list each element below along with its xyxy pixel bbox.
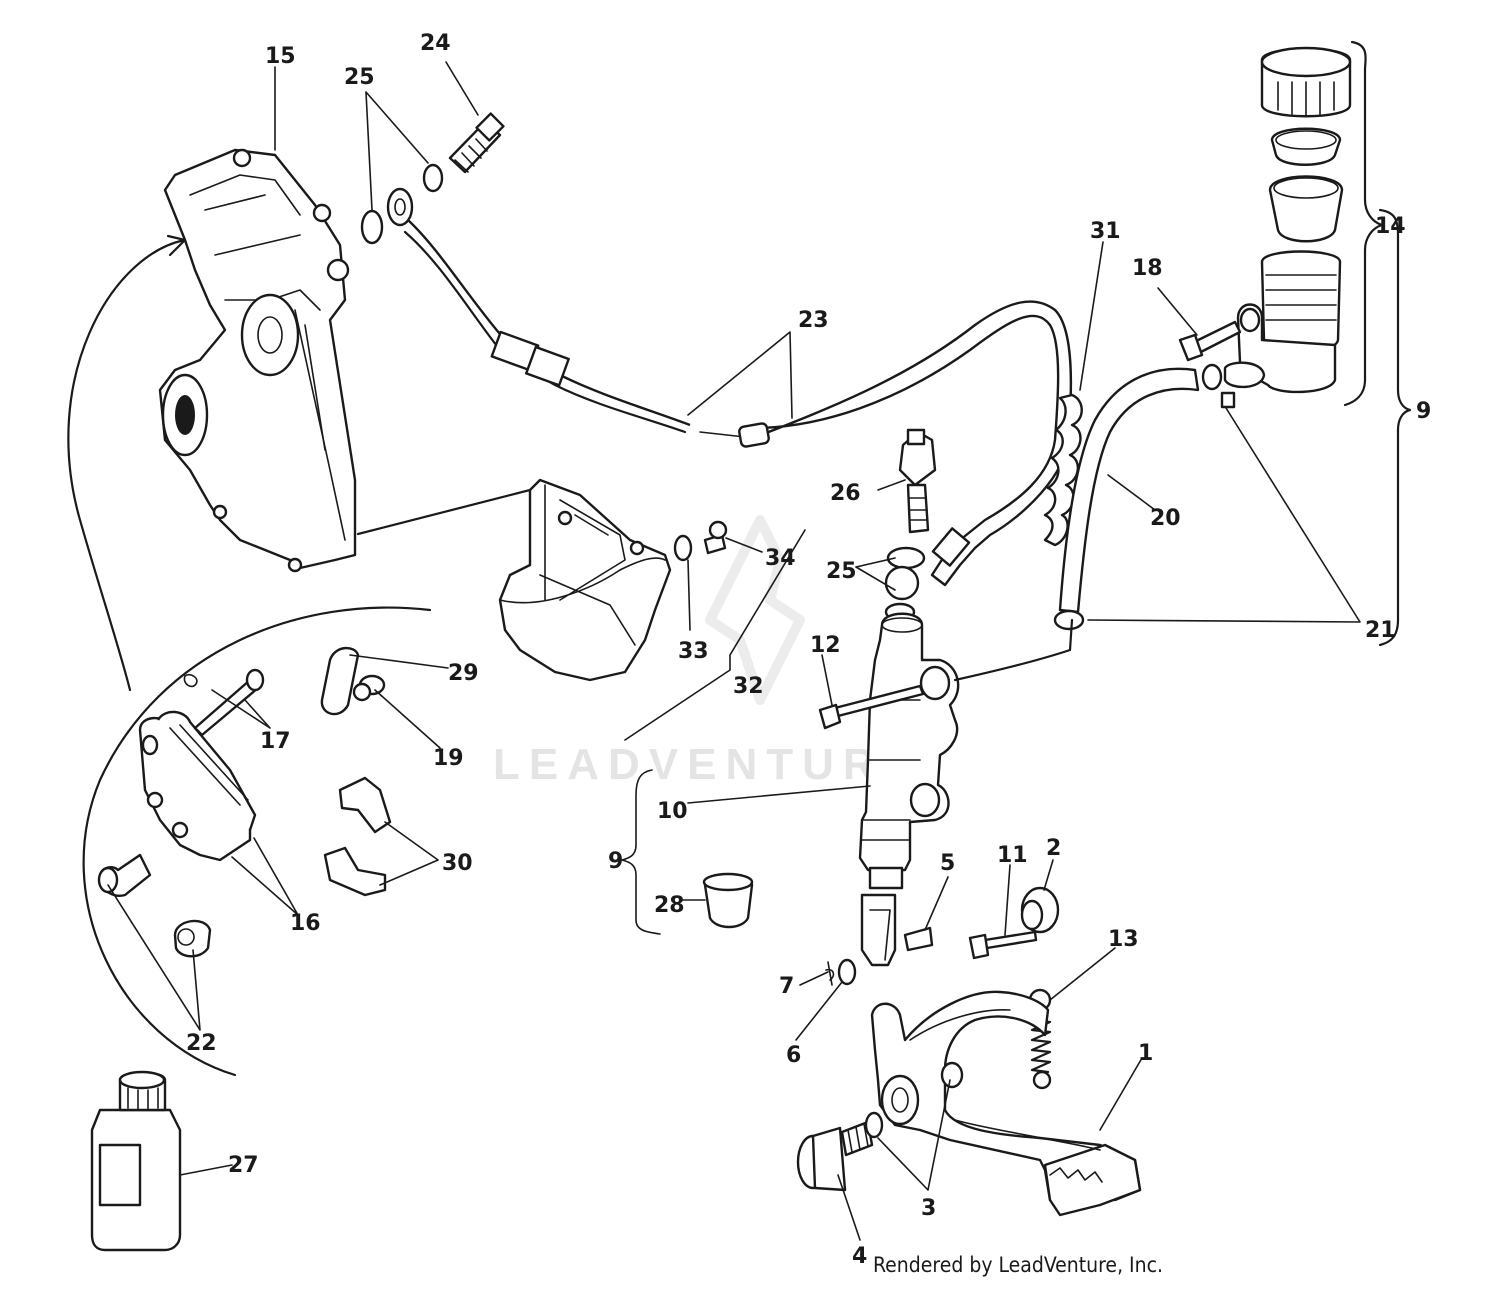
brake-pads-16 [138,710,257,862]
caliper-group-connection [67,234,432,1077]
callout-29: 29 [448,661,479,686]
callout-24: 24 [420,31,451,56]
callout-33: 33 [678,639,709,664]
callout-22: 22 [186,1031,217,1056]
leader-lines [107,61,1361,1241]
callout-26: 26 [830,481,861,506]
bolt-11 [968,930,1038,960]
bolt-19 [352,674,386,702]
callout-14: 14 [1375,214,1406,239]
callout-23: 23 [798,308,829,333]
pivot-bolt-4 [796,1111,884,1192]
callout-27: 27 [228,1153,259,1178]
callout-31: 31 [1090,219,1121,244]
bolt-12 [818,684,925,730]
callout-15: 15 [265,44,296,69]
callout-12: 12 [810,633,841,658]
clip-29 [320,646,360,716]
callout-5: 5 [940,851,955,876]
callout-4: 4 [852,1244,867,1269]
master-cylinder-10 [858,612,960,967]
brake-fluid-27 [90,1070,182,1252]
callout-19: 19 [433,746,464,771]
callout-9-left: 9 [608,849,623,874]
spring-guard-31 [1043,393,1083,547]
caliper-15 [158,148,357,573]
callout-28: 28 [654,893,685,918]
brake-hose-23 [403,219,1073,587]
clamp-21 [1201,363,1223,391]
callout-2: 2 [1046,836,1061,861]
stopper-2 [1020,886,1060,934]
washer-6 [837,958,857,986]
callout-30: 30 [442,851,473,876]
callout-9-right: 9 [1416,399,1431,424]
callout-10: 10 [657,799,688,824]
callout-20: 20 [1150,506,1181,531]
credit-text: Rendered by LeadVenture, Inc. [873,1253,1163,1277]
cotter-pin-7 [825,961,835,986]
callout-16: 16 [290,911,321,936]
bolt-5 [903,926,934,952]
pad-spring-30 [323,776,392,897]
callout-13: 13 [1108,927,1139,952]
callout-11: 11 [997,843,1028,868]
pad-pin-17 [183,668,265,737]
callout-numbers: 15 24 25 23 31 18 14 9 20 21 26 25 34 33… [186,31,1431,1269]
washer-33 [673,534,693,562]
callout-18: 18 [1132,256,1163,281]
callout-17: 17 [260,729,291,754]
watermark: LEADVENTURE [493,515,922,789]
callout-3: 3 [921,1196,936,1221]
bolt-and-washers-24-25 [360,112,505,245]
callout-32: 32 [733,674,764,699]
callout-34: 34 [765,546,796,571]
callout-1: 1 [1138,1041,1153,1066]
watermark-text: LEADVENTURE [493,740,922,789]
caliper-pins-22 [97,853,212,958]
bolt-34 [703,520,728,555]
reservoir-14 [1220,46,1352,409]
callout-6: 6 [786,1043,801,1068]
boot-28 [702,872,754,929]
bleeder-26 [898,428,937,534]
bolt-18 [1178,320,1242,362]
bracket-9-right [1378,208,1412,647]
bracket-14 [1343,40,1384,407]
reservoir-hose-20 [1053,367,1200,631]
callout-25: 25 [344,65,375,90]
brake-pedal-1 [870,990,1142,1217]
callout-25-lower: 25 [826,559,857,584]
heel-guard-32 [498,478,672,682]
callout-7: 7 [779,974,794,999]
callout-21: 21 [1365,618,1396,643]
